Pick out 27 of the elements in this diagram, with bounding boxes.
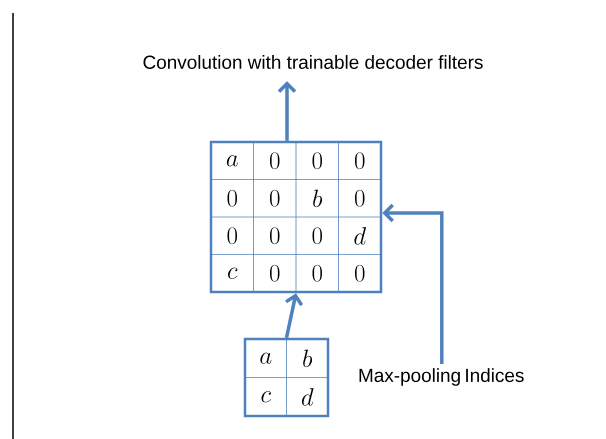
matrix-grid (244, 338, 330, 418)
arrow (278, 81, 296, 141)
matrix-cell: $b$ (303, 350, 312, 368)
arrow (382, 204, 444, 364)
matrix-grid (210, 140, 382, 294)
heading-text: Convolution with trainable decoder filters (144, 55, 483, 69)
matrix-cell: $d$ (302, 388, 314, 406)
matrix-cell: $0$ (312, 152, 322, 170)
matrix-cell: $0$ (270, 264, 280, 282)
matrix-cell: $0$ (312, 227, 322, 244)
annotation-text: Max-pooling Indices (360, 368, 524, 386)
matrix-cell: $0$ (355, 152, 364, 170)
matrix-cell: $0$ (270, 190, 280, 207)
matrix-cell: $0$ (355, 264, 364, 282)
matrix-cell: $0$ (270, 152, 280, 170)
matrix-cell: $a$ (226, 155, 238, 166)
arrow (284, 293, 304, 338)
matrix-cell: $0$ (270, 227, 280, 244)
matrix-cell: $a$ (260, 352, 272, 364)
matrix-cell: $c$ (262, 391, 271, 402)
matrix-cell: $0$ (228, 190, 237, 207)
matrix-cell: $d$ (354, 227, 366, 245)
matrix-cell: $b$ (313, 190, 322, 208)
matrix-cell: $0$ (355, 190, 364, 207)
matrix-cell: $0$ (312, 264, 322, 282)
matrix-cell: $0$ (228, 227, 237, 244)
matrix-cell: $c$ (228, 268, 238, 279)
